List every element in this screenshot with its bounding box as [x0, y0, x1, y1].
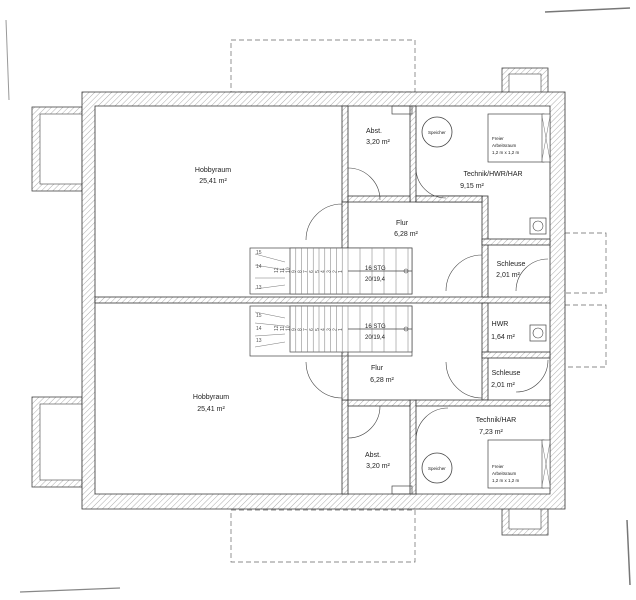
- room-area-schleuse-bottom: 2,01 m²: [491, 382, 515, 389]
- stair-number: 2: [332, 328, 338, 331]
- walls: [81, 91, 566, 510]
- room-name-schleuse-bottom: Schleuse: [492, 370, 521, 377]
- freier-label-bottom-2: Arbeitsraum: [492, 471, 517, 476]
- stair-number: 10: [286, 325, 292, 331]
- stair-number: 13: [256, 338, 262, 344]
- stair-number: 5: [315, 270, 321, 273]
- room-area-abst-bottom: 3,20 m²: [366, 463, 390, 470]
- labels-bottom: Hobbyraum 25,41 m² HWR 1,64 m² Flur 6,28…: [193, 321, 521, 483]
- room-name-abst-top: Abst.: [366, 128, 382, 135]
- room-area-hobbyraum-top: 25,41 m²: [199, 178, 227, 185]
- stair-number: 11: [280, 326, 286, 331]
- room-name-hobbyraum-bottom: Hobbyraum: [193, 394, 229, 401]
- room-name-technik-bottom: Technik/HAR: [476, 417, 516, 424]
- stair-number: 8: [297, 270, 303, 273]
- stair-number: 11: [280, 268, 286, 273]
- room-name-hobbyraum-top: Hobbyraum: [195, 167, 231, 174]
- page-frame: [5, 7, 631, 593]
- stair-ratio-top: 20/19,4: [365, 277, 386, 283]
- freier-label-top-1: Freier: [492, 136, 504, 141]
- stair-number: 12: [274, 267, 280, 273]
- stair-number: 1: [338, 328, 344, 331]
- stair-number: 1: [338, 270, 344, 273]
- stair-number: 10: [286, 267, 292, 273]
- stair-number: 8: [297, 328, 303, 331]
- room-area-hwr-bottom: 1,64 m²: [491, 334, 515, 341]
- stair-number: 15: [256, 250, 262, 256]
- stair-number: 7: [303, 270, 309, 273]
- room-name-flur-top: Flur: [396, 220, 409, 227]
- room-name-schleuse-top: Schleuse: [497, 261, 526, 268]
- stair-number: 2: [332, 270, 338, 273]
- stair-number: 12: [274, 325, 280, 331]
- stair-number: 7: [303, 328, 309, 331]
- doors: [305, 167, 549, 441]
- room-area-abst-top: 3,20 m²: [366, 139, 390, 146]
- freier-label-bottom-3: 1,2 m x 1,2 m: [492, 478, 520, 483]
- labels-top: Hobbyraum 25,41 m² Abst. 3,20 m² Technik…: [195, 128, 526, 283]
- room-area-flur-top: 6,28 m²: [394, 231, 418, 238]
- room-area-technik-top: 9,15 m²: [460, 183, 484, 190]
- stair-number: 4: [321, 328, 327, 331]
- room-name-flur-bottom: Flur: [371, 365, 384, 372]
- room-area-hobbyraum-bottom: 25,41 m²: [197, 406, 225, 413]
- stair-number: 14: [256, 326, 262, 332]
- stair-steps-top: 16 STG: [365, 266, 386, 272]
- freier-label-top-3: 1,2 m x 1,2 m: [492, 150, 520, 155]
- room-name-abst-bottom: Abst.: [365, 452, 381, 459]
- freier-label-top-2: Arbeitsraum: [492, 143, 517, 148]
- stair-number: 6: [309, 328, 315, 331]
- stair-number: 5: [315, 328, 321, 331]
- room-name-technik-top: Technik/HWR/HAR: [463, 171, 522, 178]
- stair-number: 3: [327, 328, 333, 331]
- room-area-technik-bottom: 7,23 m²: [479, 429, 503, 436]
- room-name-hwr-bottom: HWR: [492, 321, 509, 328]
- stair-steps-bottom: 16 STG: [365, 324, 386, 330]
- stair-number: 6: [309, 270, 315, 273]
- stair-number: 9: [292, 328, 298, 331]
- stair-ratio-bottom: 20/19,4: [365, 335, 386, 341]
- stair-number: 13: [256, 285, 262, 291]
- fixtures: [391, 105, 551, 495]
- room-area-schleuse-top: 2,01 m²: [496, 272, 520, 279]
- speicher-label-top: Speicher: [428, 130, 446, 135]
- room-area-flur-bottom: 6,28 m²: [370, 377, 394, 384]
- stair-number: 15: [256, 313, 262, 319]
- stair-number: 4: [321, 270, 327, 273]
- speicher-label-bottom: Speicher: [428, 466, 446, 471]
- stair-number: 3: [327, 270, 333, 273]
- freier-label-bottom-1: Freier: [492, 464, 504, 469]
- stair-number: 14: [256, 264, 262, 270]
- stair-number: 9: [292, 270, 298, 273]
